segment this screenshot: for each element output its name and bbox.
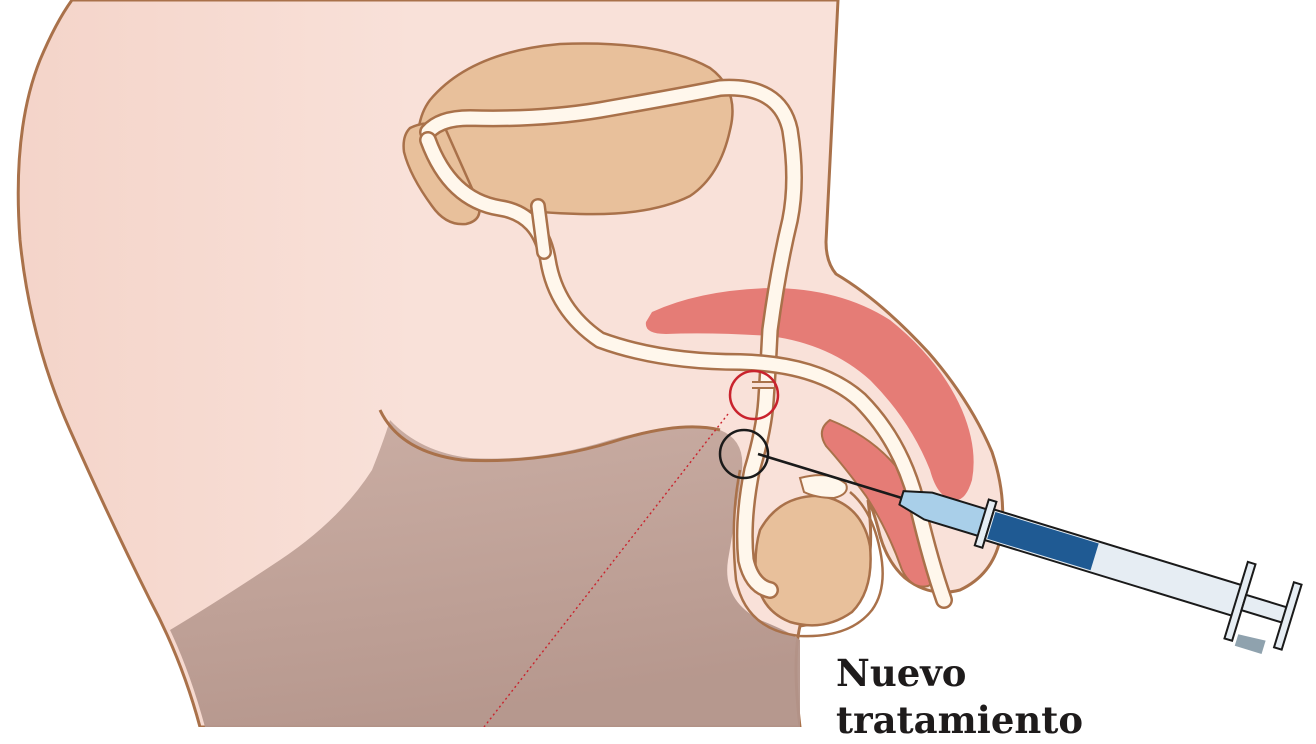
testicle <box>756 496 871 625</box>
caption-line-2: tratamiento <box>836 697 1306 744</box>
caption: Nuevo tratamiento <box>836 650 1306 744</box>
caption-line-1: Nuevo <box>836 650 1306 697</box>
duct-gap <box>752 382 774 388</box>
anatomy-diagram <box>0 0 1316 727</box>
